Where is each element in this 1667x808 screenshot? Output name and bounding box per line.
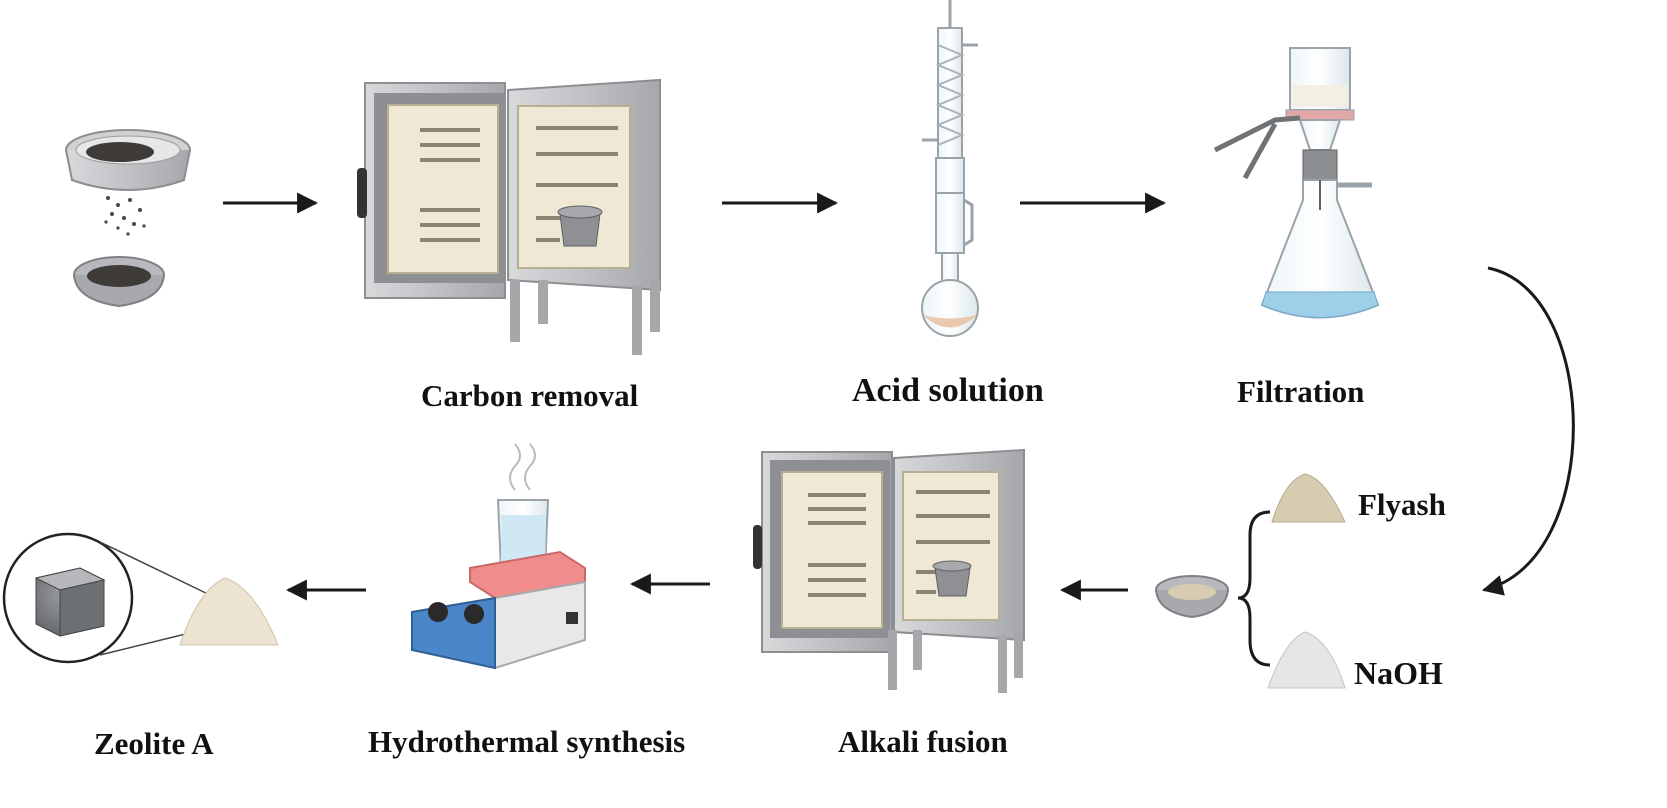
label-flyash: Flyash [1358, 487, 1446, 522]
curved-arrow [1481, 266, 1575, 596]
zeolite-powder-icon [179, 577, 279, 646]
brace [1237, 510, 1271, 667]
label-zeolite-a: Zeolite A [94, 726, 214, 761]
label-carbon-removal: Carbon removal [421, 378, 639, 413]
hotplate-stirrer-icon [411, 443, 586, 670]
sieve-icon [65, 129, 191, 236]
flyash-powder-icon [1271, 473, 1346, 523]
alkali-fusion-furnace-icon [753, 448, 1025, 693]
dish-with-ash-icon [73, 256, 165, 308]
label-hydrothermal-synthesis: Hydrothermal synthesis [368, 724, 686, 759]
label-filtration: Filtration [1237, 374, 1365, 409]
label-naoh: NaOH [1354, 655, 1443, 691]
reflux-condenser-icon [921, 0, 979, 337]
zeolite-magnifier-icon [2, 532, 211, 664]
muffle-furnace-icon [357, 78, 661, 355]
mixing-dish-icon [1155, 575, 1229, 619]
naoh-powder-icon [1267, 631, 1346, 689]
vacuum-filtration-icon [1213, 47, 1380, 319]
label-alkali-fusion: Alkali fusion [838, 724, 1008, 759]
label-acid-solution: Acid solution [852, 372, 1044, 409]
